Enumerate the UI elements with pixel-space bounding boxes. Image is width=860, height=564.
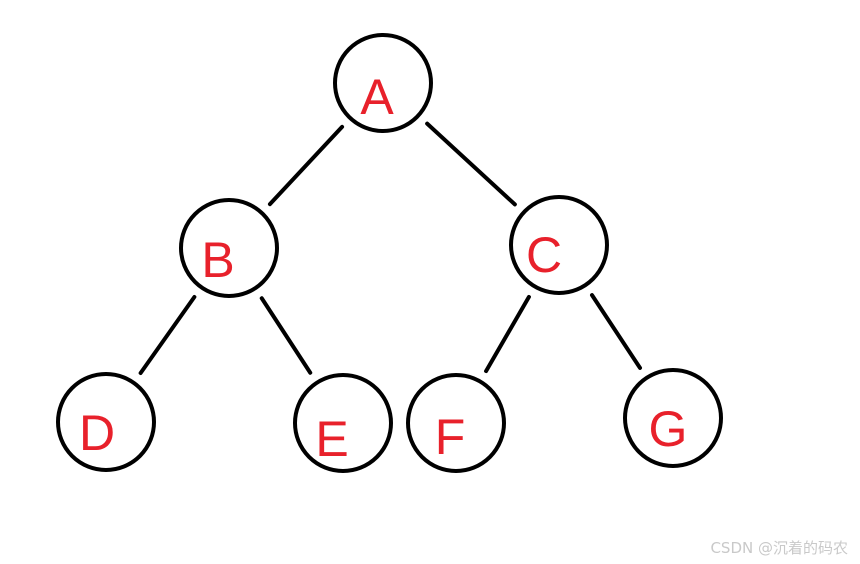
node-circle-B [179,198,279,298]
edge-A-B [267,124,345,207]
edge-B-E [259,296,313,375]
tree-edges [138,121,642,376]
node-circle-D [56,372,156,472]
node-circle-C [509,195,609,295]
edge-C-F [484,294,531,374]
edge-A-C [425,121,517,207]
node-B: B [179,198,279,298]
node-D: D [56,372,156,472]
edge-C-G [590,293,642,370]
watermark-text: CSDN @沉着的码农 [710,539,848,557]
node-circle-F [406,373,506,473]
node-label-E: E [315,411,348,467]
tree-nodes: A B C D E F G [56,33,723,473]
node-label-B: B [201,232,234,288]
node-circle-E [293,373,393,473]
node-F: F [406,373,506,473]
node-E: E [293,373,393,473]
node-A: A [333,33,433,133]
node-circle-A [333,33,433,133]
edge-B-D [138,294,197,376]
node-label-F: F [435,409,466,465]
node-label-G: G [649,401,688,457]
node-circle-G [623,368,723,468]
node-G: G [623,368,723,468]
node-label-D: D [79,405,115,461]
node-label-A: A [360,69,394,125]
node-label-C: C [526,227,562,283]
node-C: C [509,195,609,295]
